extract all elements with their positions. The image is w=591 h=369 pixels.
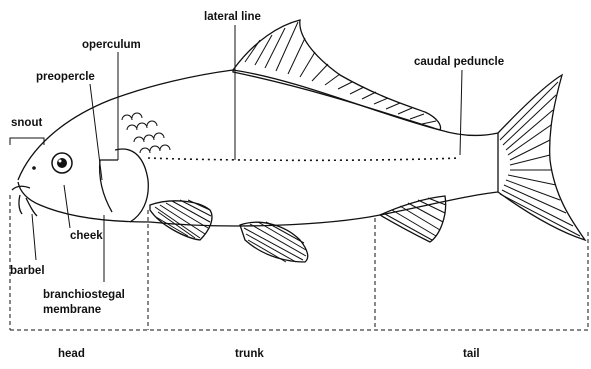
label-caudal-peduncle: caudal peduncle (414, 56, 504, 68)
region-label-head: head (58, 348, 85, 360)
lateral-line (148, 158, 460, 160)
gill-cover (100, 149, 149, 222)
nostril (32, 166, 36, 170)
region-label-tail: tail (463, 348, 480, 360)
eye (52, 153, 72, 173)
label-preopercle: preopercle (36, 71, 95, 83)
leader-lines (32, 25, 462, 282)
fish-body (12, 70, 498, 226)
region-label-trunk: trunk (235, 348, 264, 360)
label-branchiostegal: branchiostegal (43, 289, 125, 301)
label-operculum: operculum (82, 39, 141, 51)
pectoral-fin (150, 200, 212, 240)
pelvic-fin (240, 222, 308, 262)
label-snout: snout (11, 117, 42, 129)
caudal-fin (498, 75, 585, 240)
scales (122, 113, 170, 153)
label-cheek: cheek (70, 230, 103, 242)
dorsal-fin (233, 20, 440, 130)
snout-bracket (10, 138, 44, 145)
label-lateral-line: lateral line (204, 11, 261, 23)
label-barbel: barbel (10, 265, 45, 277)
label-membrane: membrane (43, 304, 101, 316)
